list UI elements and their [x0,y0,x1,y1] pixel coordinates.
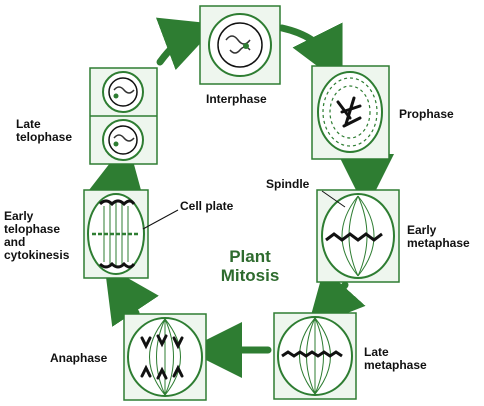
cycle-arrows [89,17,394,378]
cell-plate-leader-line [142,209,179,230]
label-anaphase: Anaphase [50,351,108,365]
spindle-leader-line [321,190,346,208]
stage-early-telophase [83,189,149,279]
label-early-telophase: Early telophase and cytokinesis [4,209,70,262]
arrow-interphase-to-prophase [278,22,343,86]
arrow-prophase-to-early-metaphase [337,153,394,210]
arrow-late-telophase-to-interphase [155,17,219,71]
stage-early-metaphase [316,189,400,283]
arrow-anaphase-to-early-telophase [104,264,159,327]
label-late-metaphase: Late metaphase [364,345,427,372]
stage-prophase [311,65,390,160]
stage-late-telophase [89,67,158,165]
diagram-title: Plant Mitosis [220,247,280,285]
label-interphase: Interphase [206,92,267,106]
stage-interphase [199,5,281,85]
label-prophase: Prophase [399,107,454,121]
stage-anaphase [123,313,207,401]
label-late-telophase: Late telophase [16,117,73,144]
arrow-early-metaphase-to-late-metaphase [307,268,366,329]
label-spindle: Spindle [266,177,310,191]
arrow-early-telophase-to-late-telophase [89,140,144,201]
stage-late-metaphase [273,312,357,400]
label-cell-plate: Cell plate [180,199,234,213]
label-early-metaphase: Early metaphase [407,223,470,250]
